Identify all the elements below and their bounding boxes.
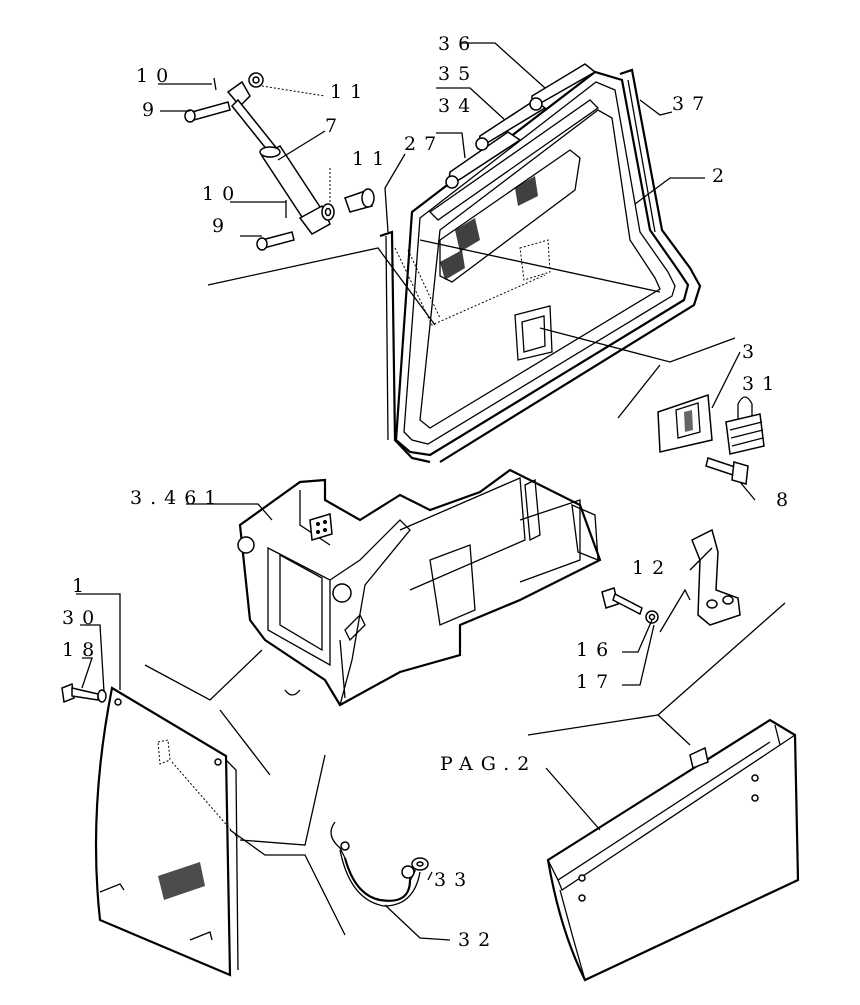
handle-35 [475, 99, 547, 151]
callout-32: 32 [458, 929, 498, 951]
callout-27: 27 [404, 133, 444, 155]
padlock-31 [725, 396, 765, 455]
handle-34 [445, 131, 522, 189]
inner-bar [428, 99, 600, 221]
bolt-8 [705, 457, 749, 485]
washer-17 [645, 610, 659, 624]
callout-17: 17 [576, 671, 616, 693]
large-panel-pag2 [546, 718, 800, 982]
pin-9a [184, 101, 231, 123]
ring-33 [411, 857, 429, 871]
callout-pag2: PAG.2 [440, 753, 537, 775]
callout-11-bottom: 11 [352, 148, 392, 170]
lock-plate-cutout [514, 305, 553, 361]
callout-9-top: 9 [142, 99, 162, 121]
bracket-12 [691, 528, 741, 626]
ball-stud [344, 188, 375, 213]
door-window-frame [394, 70, 690, 457]
callout-34: 34 [438, 95, 478, 117]
callout-10-bottom: 10 [202, 183, 242, 205]
clip-10a [213, 77, 217, 91]
callout-8: 8 [776, 489, 796, 511]
screw-16 [601, 587, 643, 616]
callout-30: 30 [62, 607, 102, 629]
washer-11a [248, 72, 264, 88]
callout-10-top: 10 [136, 65, 176, 87]
callout-3: 3 [742, 341, 762, 363]
gas-strut-7 [226, 80, 331, 235]
callout-2: 2 [712, 165, 732, 187]
callout-12: 12 [632, 557, 672, 579]
callout-9-bottom: 9 [212, 215, 232, 237]
seal-strip-37 [439, 68, 702, 463]
screw-18 [61, 682, 99, 704]
lock-plate-3 [657, 393, 713, 453]
vent-panel [439, 149, 581, 283]
callout-37: 37 [672, 93, 712, 115]
chassis-frame [237, 468, 602, 707]
callout-18: 18 [62, 639, 102, 661]
washer-30 [97, 689, 107, 703]
callout-33: 33 [434, 869, 474, 891]
leader-lines [76, 42, 756, 941]
callout-7: 7 [325, 115, 345, 137]
seal-strip-27 [379, 230, 431, 464]
callout-16: 16 [576, 639, 616, 661]
callout-1: 1 [72, 575, 92, 597]
callout-35: 35 [438, 63, 478, 85]
handle-36 [529, 63, 597, 111]
callout-36: 36 [438, 33, 478, 55]
callout-31: 31 [742, 373, 782, 395]
side-panel-1 [94, 686, 239, 977]
callout-11-top: 11 [330, 81, 370, 103]
callout-labels: 36 35 34 37 10 9 11 7 11 27 10 9 2 3 31 … [62, 33, 796, 951]
callout-3-461: 3.461 [130, 487, 224, 509]
pin-9b [256, 231, 295, 251]
safety-cable-32 [330, 821, 421, 907]
washer-11b [321, 203, 335, 221]
